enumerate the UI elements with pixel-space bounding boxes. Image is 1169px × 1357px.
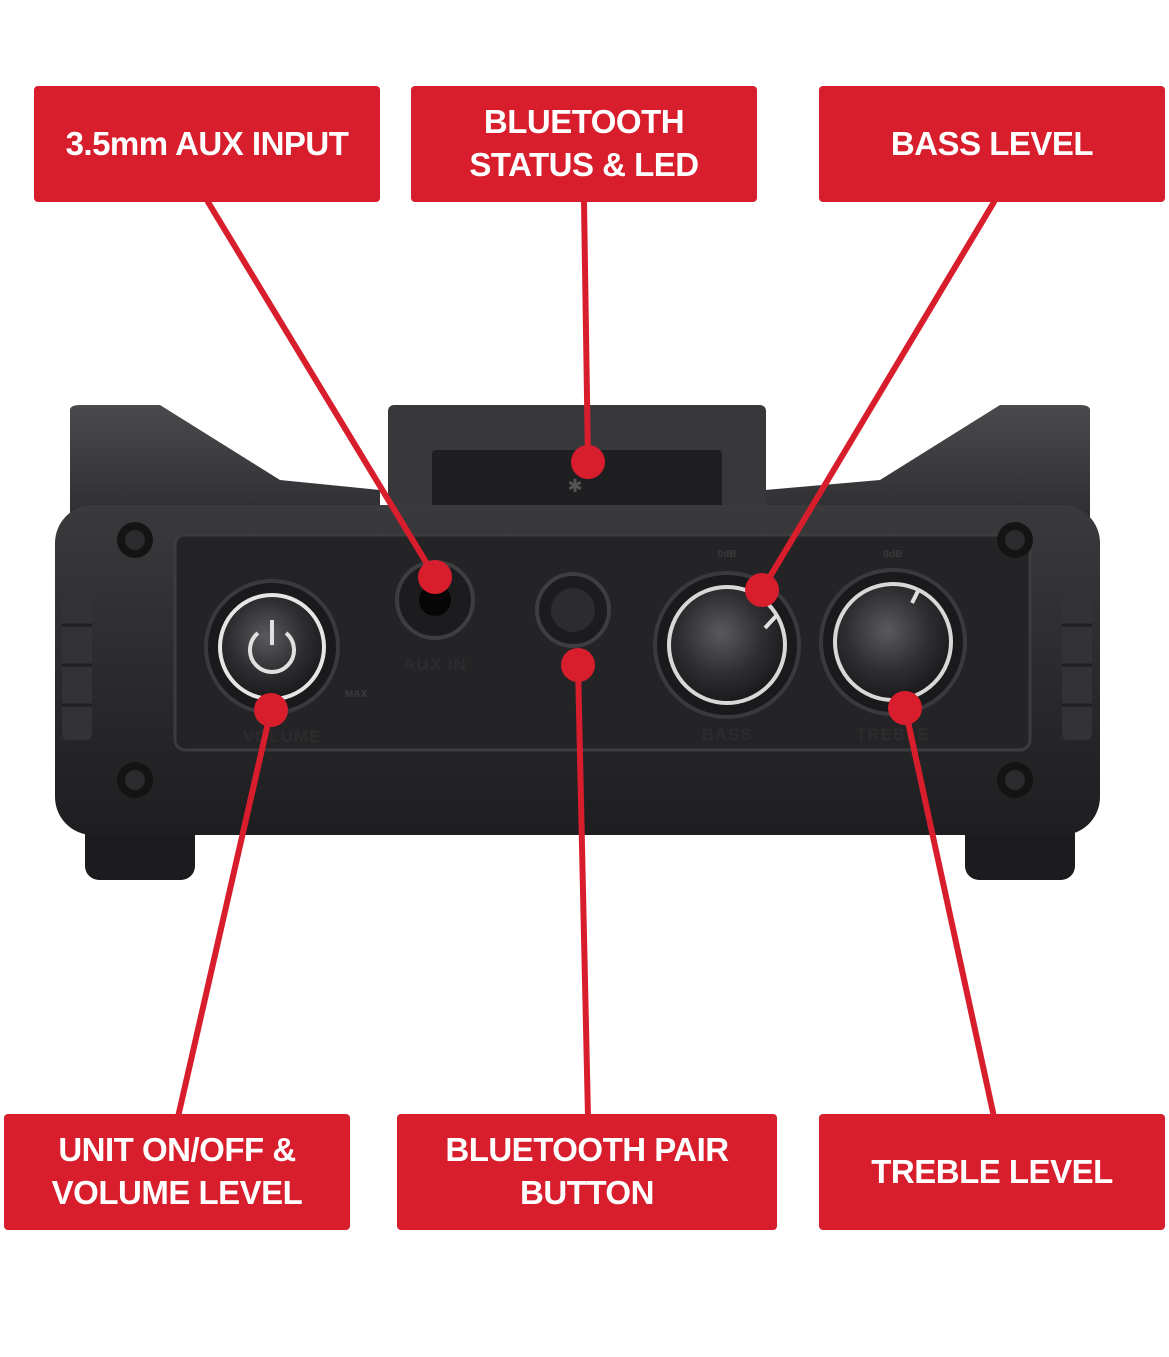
power-icon — [248, 620, 296, 674]
callout-aux-input: 3.5mm AUX INPUT — [34, 86, 380, 202]
bass-label: BASS — [701, 725, 752, 744]
treble-label: TREBLE — [856, 725, 930, 744]
volume-label: VOLUME — [243, 727, 322, 746]
marker-bass-level — [745, 573, 779, 607]
bass-db-label: 0dB — [718, 549, 737, 560]
volume-knob[interactable] — [204, 579, 340, 715]
leader-bluetooth-status — [581, 199, 591, 465]
callout-bluetooth-pair: BLUETOOTH PAIR BUTTON — [397, 1114, 777, 1230]
leader-bluetooth-pair — [575, 662, 591, 1120]
bass-knob[interactable] — [653, 571, 801, 719]
leader-power-volume — [175, 707, 274, 1120]
leader-aux-input — [205, 199, 438, 580]
callout-treble-level: TREBLE LEVEL — [819, 1114, 1165, 1230]
marker-power-volume — [254, 693, 288, 727]
screw-top-left — [117, 522, 153, 558]
screw-bottom-left — [117, 762, 153, 798]
bluetooth-pair-button[interactable] — [535, 572, 611, 648]
marker-treble-level — [888, 691, 922, 725]
screw-bottom-right — [997, 762, 1033, 798]
callout-power-volume: UNIT ON/OFF & VOLUME LEVEL — [4, 1114, 350, 1230]
callout-bass-level: BASS LEVEL — [819, 86, 1165, 202]
leader-treble-level — [902, 705, 997, 1120]
screw-top-right — [997, 522, 1033, 558]
bluetooth-led-window — [432, 450, 722, 512]
treble-db-label: 0dB — [884, 549, 903, 560]
left-top-ridge — [70, 405, 380, 520]
treble-knob[interactable] — [819, 568, 967, 716]
marker-aux-input — [418, 560, 452, 594]
callout-bluetooth-status: BLUETOOTH STATUS & LED — [411, 86, 757, 202]
marker-bluetooth-status — [571, 445, 605, 479]
bluetooth-icon: ✱ — [567, 476, 582, 497]
volume-max-label: MAX — [345, 689, 368, 700]
right-top-ridge — [765, 405, 1090, 520]
front-panel — [173, 533, 1032, 752]
leader-bass-level — [759, 199, 997, 593]
marker-bluetooth-pair — [561, 648, 595, 682]
aux-in-label: AUX IN — [403, 655, 467, 674]
